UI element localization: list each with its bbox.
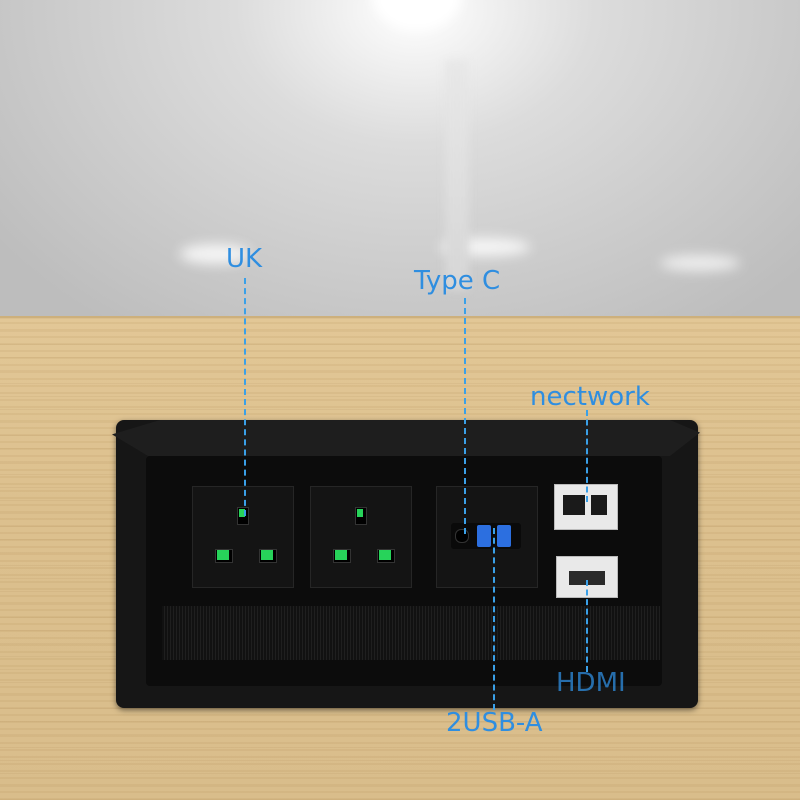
indicator-green — [239, 509, 245, 517]
usb-a-port — [497, 525, 511, 547]
indicator-green — [335, 550, 347, 560]
rj45-port — [563, 495, 585, 515]
pendant-lamp — [445, 60, 469, 290]
hdmi-label: HDMI — [556, 668, 626, 698]
rj45-label-strip — [591, 495, 607, 515]
indicator-green — [217, 550, 229, 560]
usb-module — [436, 486, 538, 588]
network-callout-line — [586, 410, 588, 502]
uk-label: UK — [226, 244, 263, 274]
indicator-green — [379, 550, 391, 560]
uk-socket-2 — [310, 486, 412, 588]
usb-a-callout-line — [493, 528, 495, 710]
uk-socket-1 — [192, 486, 294, 588]
socket-box-lid — [112, 420, 700, 456]
usb-a-port — [477, 525, 491, 547]
blurred-ceiling-background — [0, 0, 800, 320]
hdmi-callout-line — [586, 580, 588, 672]
type-c-label: Type C — [414, 266, 501, 296]
ceiling-light — [660, 255, 740, 271]
indicator-green — [357, 509, 363, 517]
network-label: nectwork — [530, 382, 650, 412]
usb-c-port — [455, 529, 469, 543]
ceiling-light — [180, 244, 250, 264]
type-c-callout-line — [464, 298, 466, 534]
hdmi-port — [569, 571, 605, 585]
uk-callout-line — [244, 278, 246, 516]
cable-brush-strip — [162, 606, 660, 660]
indicator-green — [261, 550, 273, 560]
usb-a-label: 2USB-A — [446, 708, 543, 738]
